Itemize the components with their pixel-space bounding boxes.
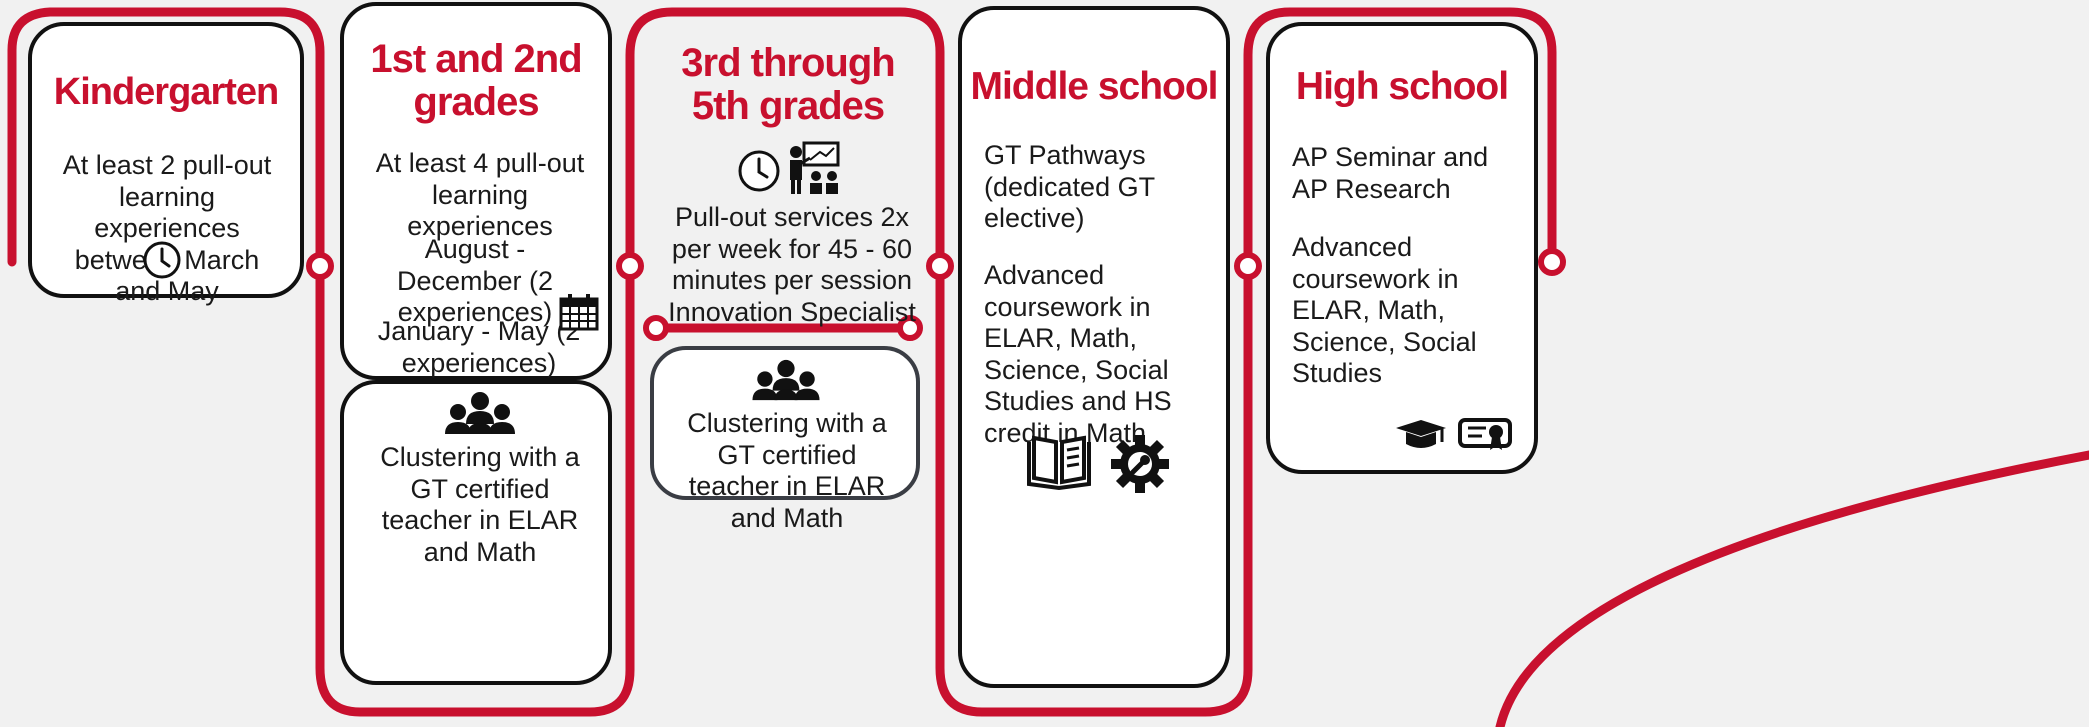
high-school-body-2: Advanced coursework in ELAR, Math, Scien… — [1292, 232, 1477, 389]
connector-node — [1538, 248, 1566, 276]
grades-1-2-schedule-2: January - May (2 experiences) — [377, 316, 581, 378]
high-school-title: High school — [1295, 65, 1509, 108]
grades-3-5-clustering-card: Clustering with a GT certified teacher i… — [650, 346, 920, 533]
grades-1-2-clustering-card: Clustering with a GT certified teacher i… — [340, 380, 612, 685]
diploma-icon — [1456, 414, 1514, 459]
connector-node — [643, 315, 669, 341]
middle-school-card: Middle school GT Pathways (dedicated GT … — [958, 6, 1230, 688]
middle-school-body-2: Advanced coursework in ELAR, Math, Scien… — [984, 260, 1172, 448]
grades-1-2-title-line2: grades — [413, 80, 539, 125]
kindergarten-card: Kindergarten At least 2 pull-out learnin… — [28, 22, 304, 306]
connector-node — [926, 252, 954, 280]
corner-arc — [1495, 450, 2089, 727]
connector-bottom-3 — [935, 273, 1253, 717]
grades-1-2-schedule-1: August - December (2 experiences) — [396, 234, 554, 328]
kindergarten-title: Kindergarten — [53, 71, 279, 113]
connector-node — [897, 315, 923, 341]
grades-3-5-title-line1: 3rd through — [681, 41, 895, 85]
connector-left-edge — [7, 7, 325, 267]
grades-1-2-title: 1st and 2nd grades — [344, 37, 608, 125]
connector-top-2 — [625, 7, 945, 260]
calendar-icon — [558, 292, 600, 337]
gear-wrench-icon — [1110, 434, 1170, 499]
grades-3-5-title-line2: 5th grades — [691, 84, 885, 129]
grades-3-5-clustering-text: Clustering with a GT certified teacher i… — [687, 408, 887, 533]
grades-1-2-clustering-text: Clustering with a GT certified teacher i… — [380, 442, 580, 567]
high-school-body-1: AP Seminar and AP Research — [1292, 142, 1489, 204]
middle-school-body-1: GT Pathways (dedicated GT elective) — [984, 140, 1155, 234]
grades-1-2-body: At least 4 pull-out learning experiences — [375, 148, 585, 242]
grades-3-5-body: Pull-out services 2x per week for 45 - 6… — [668, 202, 916, 327]
grades-1-2-card: 1st and 2nd grades At least 4 pull-out l… — [340, 2, 612, 380]
connector-node — [616, 252, 644, 280]
connector-node — [1234, 252, 1262, 280]
high-school-card: High school AP Seminar and AP Research A… — [1266, 22, 1538, 474]
group-icon — [750, 358, 822, 409]
connector-bottom-1 — [315, 273, 635, 717]
group-icon — [444, 390, 516, 443]
grades-1-2-title-line1: 1st and 2nd — [370, 37, 582, 81]
clock-icon — [736, 148, 782, 199]
presenter-icon — [788, 140, 842, 201]
middle-school-title: Middle school — [970, 65, 1218, 108]
grades-3-5-title: 3rd through 5th grades — [640, 41, 936, 129]
connector-node — [306, 252, 334, 280]
clock-icon — [142, 240, 182, 285]
graduation-cap-icon — [1394, 418, 1448, 459]
connector-top-4 — [1243, 7, 1557, 260]
book-icon — [1024, 434, 1094, 495]
